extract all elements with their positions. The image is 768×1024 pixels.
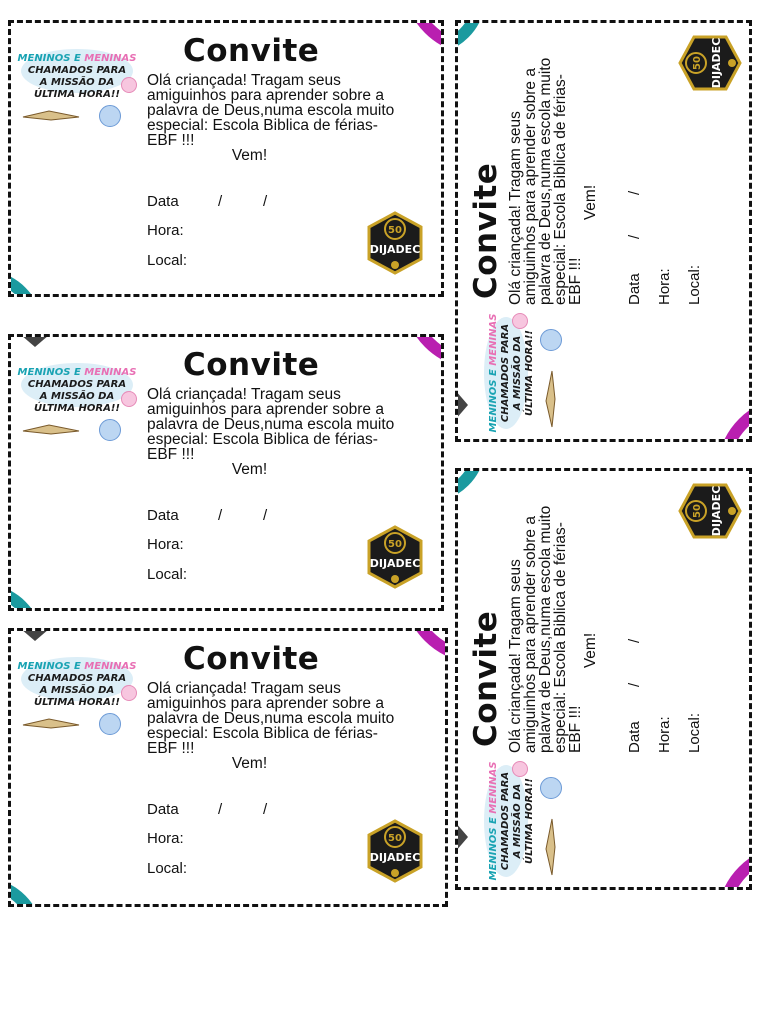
open-book-icon — [22, 424, 80, 435]
invite-card-content: MENINOS E MENINAS CHAMADOS PARA A MISSÃO… — [11, 337, 441, 608]
place-label: Local: — [147, 566, 188, 583]
teal-arc-decoration — [11, 270, 43, 294]
purple-arc-decoration — [717, 397, 749, 439]
invite-card-4-rotated: MENINOS E MENINAS CHAMADOS PARA A MISSÃO… — [455, 20, 752, 442]
invite-closing: Vem! — [582, 184, 599, 221]
blue-face-icon — [99, 713, 121, 735]
invite-closing: Vem! — [231, 755, 268, 772]
invite-closing: Vem! — [231, 461, 268, 478]
date-separator: / — [626, 190, 643, 195]
place-label: Local: — [686, 264, 703, 305]
date-separator: / — [263, 801, 268, 818]
dijadec-badge-logo: 50 DIJADEC — [678, 35, 742, 91]
invite-title: Convite — [468, 610, 504, 747]
invite-card-content: MENINOS E MENINAS CHAMADOS PARA A MISSÃO… — [11, 23, 441, 294]
invite-closing: Vem! — [582, 632, 599, 669]
invite-title: Convite — [183, 347, 320, 383]
svg-text:DIJADEC: DIJADEC — [710, 38, 723, 89]
date-separator: / — [218, 801, 223, 818]
teal-arc-decoration — [11, 584, 43, 608]
pink-face-icon — [121, 685, 137, 701]
event-logo: MENINOS E MENINAS CHAMADOS PARA A MISSÃO… — [17, 359, 137, 459]
date-label: Data — [147, 507, 179, 524]
pink-face-icon — [512, 313, 528, 329]
svg-text:DIJADEC: DIJADEC — [370, 851, 421, 864]
date-label: Data — [147, 193, 179, 210]
event-logo: MENINOS E MENINAS CHAMADOS PARA A MISSÃO… — [17, 45, 137, 145]
date-label: Data — [626, 273, 643, 305]
blue-face-icon — [99, 419, 121, 441]
teal-arc-decoration — [458, 23, 486, 55]
place-label: Local: — [686, 712, 703, 753]
invite-card-content: MENINOS E MENINAS CHAMADOS PARA A MISSÃO… — [458, 471, 749, 887]
invite-title: Convite — [183, 33, 320, 69]
svg-text:50: 50 — [388, 539, 402, 550]
pink-face-icon — [512, 761, 528, 777]
date-separator: / — [263, 193, 268, 210]
date-separator: / — [263, 507, 268, 524]
purple-arc-decoration — [403, 631, 445, 663]
triangle-marker — [458, 823, 468, 851]
open-book-icon — [545, 370, 556, 428]
pink-face-icon — [121, 77, 137, 93]
invite-message: Olá criançada! Tragam seus amiguinhos pa… — [147, 680, 395, 772]
blue-face-icon — [540, 329, 562, 351]
time-label: Hora: — [656, 716, 673, 753]
purple-arc-decoration — [403, 23, 441, 55]
open-book-icon — [22, 110, 80, 121]
invite-card-content: MENINOS E MENINAS CHAMADOS PARA A MISSÃO… — [458, 23, 749, 439]
invite-message: Olá criançada! Tragam seus amiguinhos pa… — [147, 386, 395, 478]
invite-title: Convite — [183, 641, 320, 677]
date-separator: / — [626, 234, 643, 239]
date-separator: / — [626, 638, 643, 643]
invite-message: Olá criançada! Tragam seus amiguinhos pa… — [507, 57, 599, 305]
invite-card-1: MENINOS E MENINAS CHAMADOS PARA A MISSÃO… — [8, 20, 444, 297]
open-book-icon — [545, 818, 556, 876]
svg-text:50: 50 — [388, 833, 402, 844]
triangle-marker — [458, 391, 468, 419]
dijadec-badge-logo: 50 DIJADEC — [367, 211, 423, 275]
svg-text:DIJADEC: DIJADEC — [710, 486, 723, 537]
blue-face-icon — [99, 105, 121, 127]
triangle-marker — [21, 337, 49, 347]
place-label: Local: — [147, 252, 188, 269]
date-label: Data — [147, 801, 179, 818]
time-label: Hora: — [656, 268, 673, 305]
purple-arc-decoration — [403, 337, 441, 369]
date-separator: / — [218, 507, 223, 524]
triangle-marker — [21, 631, 49, 641]
open-book-icon — [22, 718, 80, 729]
teal-arc-decoration — [458, 471, 486, 503]
invite-card-5-rotated: MENINOS E MENINAS CHAMADOS PARA A MISSÃO… — [455, 468, 752, 890]
date-label: Data — [626, 721, 643, 753]
event-logo: MENINOS E MENINAS CHAMADOS PARA A MISSÃO… — [480, 313, 580, 433]
dijadec-badge-logo: 50 DIJADEC — [367, 819, 423, 883]
purple-arc-decoration — [717, 845, 749, 887]
time-label: Hora: — [147, 222, 184, 239]
invite-closing: Vem! — [231, 147, 268, 164]
event-logo: MENINOS E MENINAS CHAMADOS PARA A MISSÃO… — [17, 653, 137, 753]
place-label: Local: — [147, 860, 188, 877]
dijadec-badge-logo: 50 DIJADEC — [367, 525, 423, 589]
svg-text:50: 50 — [388, 225, 402, 236]
teal-arc-decoration — [11, 878, 43, 904]
time-label: Hora: — [147, 830, 184, 847]
svg-text:50: 50 — [692, 504, 703, 518]
invite-card-2: MENINOS E MENINAS CHAMADOS PARA A MISSÃO… — [8, 334, 444, 611]
invite-card-3: MENINOS E MENINAS CHAMADOS PARA A MISSÃO… — [8, 628, 448, 907]
date-separator: / — [626, 682, 643, 687]
svg-text:50: 50 — [692, 56, 703, 70]
time-label: Hora: — [147, 536, 184, 553]
blue-face-icon — [540, 777, 562, 799]
invite-message: Olá criançada! Tragam seus amiguinhos pa… — [507, 505, 599, 753]
invite-message: Olá criançada! Tragam seus amiguinhos pa… — [147, 72, 395, 164]
svg-text:DIJADEC: DIJADEC — [370, 557, 421, 570]
date-separator: / — [218, 193, 223, 210]
invite-title: Convite — [468, 162, 504, 299]
invite-card-content: MENINOS E MENINAS CHAMADOS PARA A MISSÃO… — [11, 631, 445, 904]
dijadec-badge-logo: 50 DIJADEC — [678, 483, 742, 539]
event-logo: MENINOS E MENINAS CHAMADOS PARA A MISSÃO… — [480, 761, 580, 881]
svg-text:DIJADEC: DIJADEC — [370, 243, 421, 256]
pink-face-icon — [121, 391, 137, 407]
